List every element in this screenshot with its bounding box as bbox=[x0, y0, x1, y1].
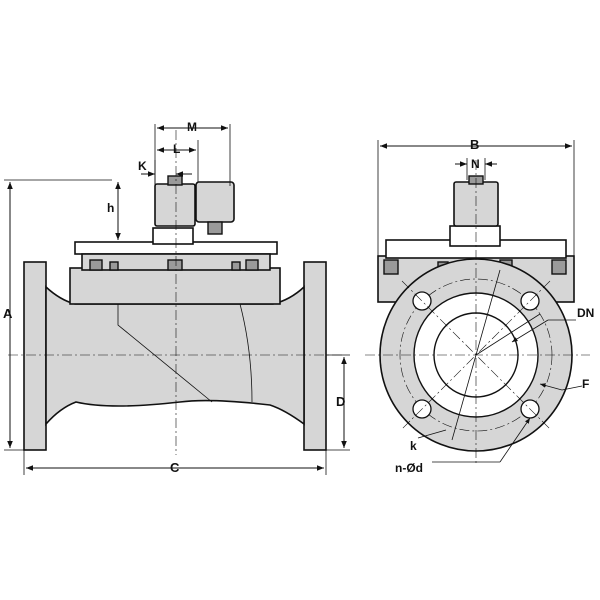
dim-label-K: K bbox=[138, 159, 147, 173]
coil-cap bbox=[167, 175, 183, 186]
valve-body bbox=[45, 285, 305, 427]
dim-label-L: L bbox=[173, 142, 180, 156]
dim-label-M: M bbox=[187, 120, 197, 134]
dim-label-C: C bbox=[170, 460, 180, 475]
dim-label-h: h bbox=[107, 201, 114, 215]
dim-label-DN: DN bbox=[577, 306, 594, 320]
diaphragm-line bbox=[117, 303, 213, 403]
connector-plug bbox=[207, 221, 223, 235]
dim-label-N: N bbox=[471, 157, 480, 171]
bonnet-cover bbox=[69, 267, 281, 305]
coil-stem bbox=[152, 227, 194, 245]
front-view: B N DN F k n-Ød bbox=[365, 137, 594, 475]
side-view: A h C D M L K bbox=[3, 120, 350, 475]
left-flange bbox=[23, 261, 47, 451]
dim-label-k: k bbox=[410, 439, 417, 453]
dim-label-F: F bbox=[582, 377, 589, 391]
right-flange bbox=[303, 261, 327, 451]
dim-label-B: B bbox=[470, 137, 479, 152]
dim-label-A: A bbox=[3, 306, 13, 321]
body-curve bbox=[239, 303, 253, 403]
dim-label-D: D bbox=[336, 394, 345, 409]
solenoid-coil bbox=[154, 183, 196, 227]
connector-box bbox=[195, 181, 235, 223]
front-stem-block bbox=[449, 225, 501, 247]
bonnet-bolts bbox=[89, 259, 259, 271]
dim-label-nd: n-Ød bbox=[395, 461, 423, 475]
